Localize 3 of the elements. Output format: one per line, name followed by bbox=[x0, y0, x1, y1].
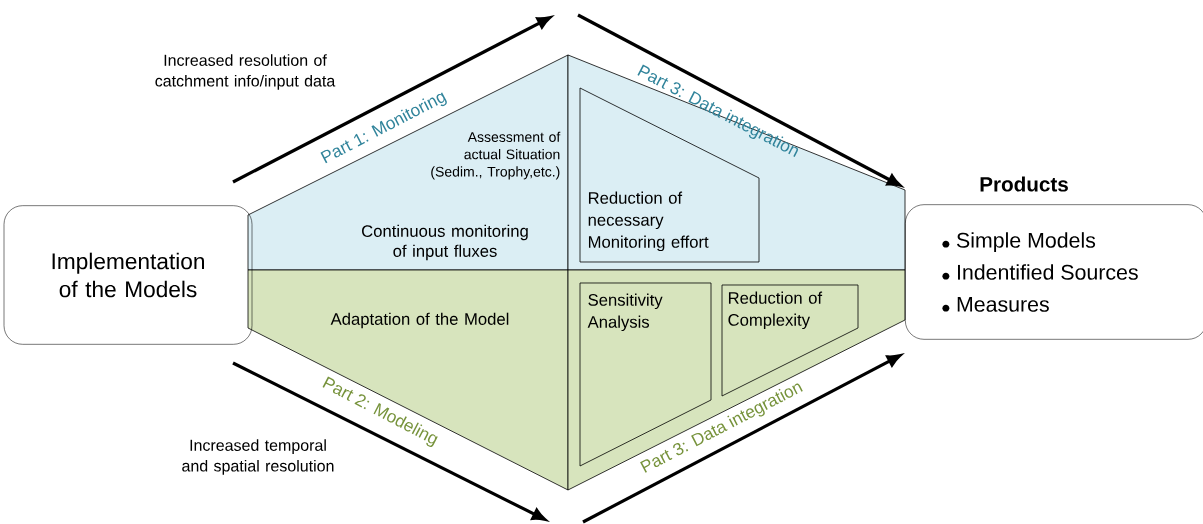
products-box: Products Simple Models Indentified Sources Measures bbox=[905, 176, 1203, 340]
implementation-box: Implementation of the Models bbox=[3, 205, 253, 345]
node-label: Products bbox=[980, 176, 1068, 192]
